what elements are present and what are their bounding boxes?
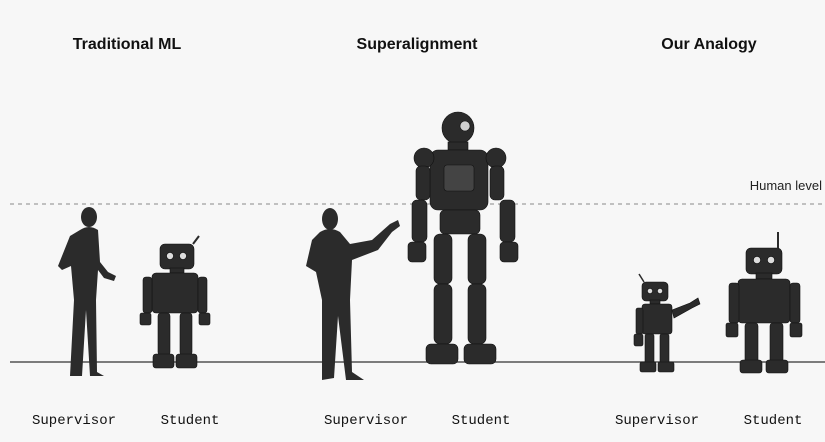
caption-student-analogy: Student <box>743 413 803 429</box>
caption-student-traditional: Student <box>160 413 220 429</box>
caption-student-superalignment: Student <box>451 413 511 429</box>
human-level-label: Human level <box>749 178 822 193</box>
caption-supervisor-analogy: Supervisor <box>614 413 700 429</box>
robot-icon <box>407 111 519 365</box>
caption-supervisor-traditional: Supervisor <box>31 413 117 429</box>
robot-icon <box>725 232 803 374</box>
caption-supervisor-superalignment: Supervisor <box>323 413 409 429</box>
title-our-analogy: Our Analogy <box>661 36 757 53</box>
person-icon <box>58 207 116 376</box>
title-traditional-ml: Traditional ML <box>72 36 182 53</box>
robot-icon <box>139 235 211 369</box>
title-superalignment: Superalignment <box>356 36 478 53</box>
person-icon <box>306 208 400 380</box>
robot-icon <box>633 273 701 373</box>
